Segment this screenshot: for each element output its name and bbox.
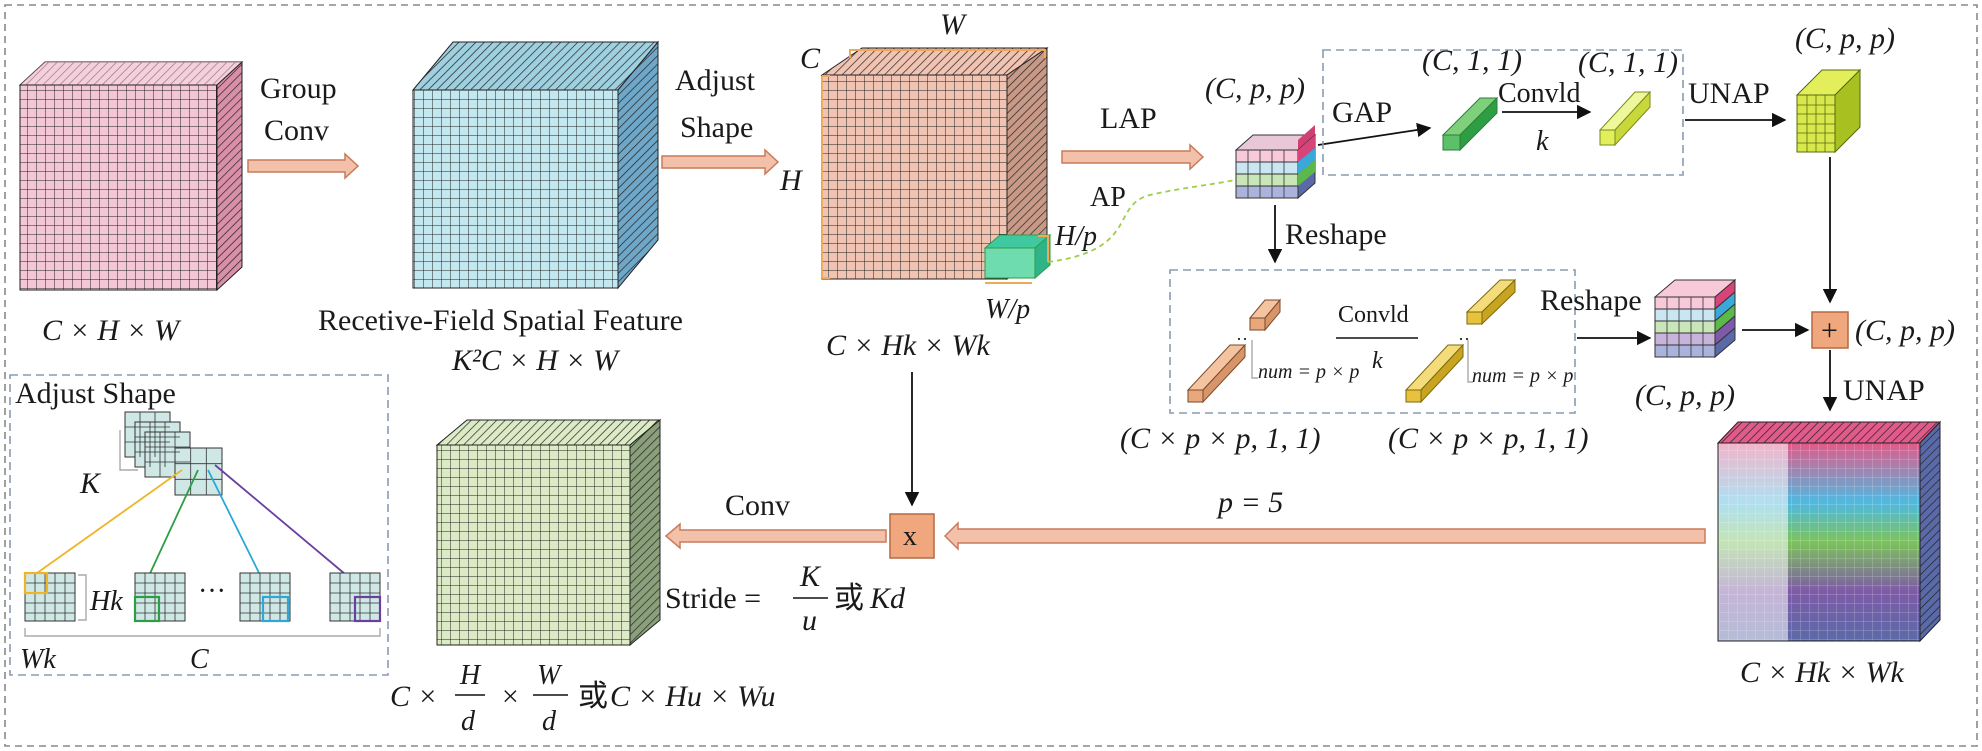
adjust-shape-label-1: Adjust — [675, 64, 756, 97]
inset-title: Adjust Shape — [15, 377, 176, 410]
inset-hk-label: Hk — [89, 586, 123, 617]
reshape-label-2: Reshape — [1540, 284, 1642, 317]
gap-shape-label: (C, 1, 1) — [1422, 44, 1522, 77]
gap-arrow — [1317, 122, 1432, 146]
cpp11-label-b: (C × p × p, 1, 1) — [1388, 422, 1588, 455]
add-operator — [1811, 311, 1849, 349]
stride-label: Stride = — [665, 582, 761, 615]
inset-hk-bracket — [78, 574, 87, 621]
inset-kernel-stack — [119, 411, 223, 496]
inset-wk-label: Wk — [20, 644, 56, 675]
unap-top-label: UNAP — [1688, 77, 1770, 110]
inset-c-label: C — [190, 644, 209, 675]
p-value-label: p = 5 — [1216, 486, 1283, 519]
channel-weight-cube — [1795, 68, 1862, 154]
conv-arrow — [664, 522, 887, 550]
stride-or: 或 — [834, 582, 864, 615]
pooled-cube — [1234, 125, 1317, 200]
conv-label: Conv — [725, 489, 790, 522]
output-shape-alt: C × Hu × Wu — [610, 680, 776, 713]
cube3-hp-label: H/p — [1054, 221, 1097, 252]
stride-k: K — [799, 560, 822, 593]
receptive-field-shape: K²C × H × W — [451, 344, 621, 377]
svg-text:··: ·· — [1236, 329, 1248, 349]
attention-weight-cube — [1716, 420, 1942, 643]
receptive-field-cube — [411, 40, 660, 290]
spatial-weight-cube — [1653, 278, 1737, 359]
spatial-conv-box — [1169, 269, 1576, 414]
pooled-shape-label: (C, p, p) — [1205, 72, 1305, 105]
group-conv-label-2: Conv — [264, 114, 329, 147]
outer-frame — [4, 4, 1978, 747]
output-or: 或 — [578, 680, 608, 713]
inset-grid-4 — [329, 572, 382, 623]
receptive-field-caption: Recetive-Field Spatial Feature — [318, 304, 683, 337]
input-feature-cube — [18, 60, 244, 292]
add-output-shape: (C, p, p) — [1855, 314, 1955, 347]
conv1d-mid-label: Convld — [1338, 302, 1409, 328]
output-shape-w: W — [537, 660, 563, 691]
inset-k-label: K — [79, 467, 102, 500]
weight-apply-arrow — [943, 521, 1706, 551]
stride-kd: Kd — [869, 582, 906, 615]
svg-text:··: ·· — [1458, 329, 1470, 349]
group-conv-arrow — [247, 152, 360, 180]
channel-weight-shape: (C, p, p) — [1795, 22, 1895, 55]
add-operator-symbol: + — [1821, 314, 1838, 347]
conv1d-mid-k: k — [1372, 348, 1383, 374]
reshape-label-1: Reshape — [1285, 218, 1387, 251]
cube3-h-label: H — [779, 164, 804, 197]
ap-connector — [1047, 179, 1236, 263]
stride-u: u — [802, 604, 817, 637]
output-feature-cube — [435, 418, 662, 647]
conv1d-top-k: k — [1536, 126, 1549, 157]
spatial-weight-shape: (C, p, p) — [1635, 379, 1735, 412]
input-shape-label: C × H × W — [42, 314, 182, 347]
multiply-operator-symbol: x — [903, 521, 917, 552]
conv1d-top-label: Convld — [1498, 78, 1580, 109]
output-shape-h: H — [459, 660, 482, 691]
output-shape-d2: d — [542, 706, 557, 737]
num-label-1: num = p × p — [1258, 361, 1359, 383]
cube3-c-label: C — [800, 42, 821, 75]
group-conv-label-1: Group — [260, 72, 337, 105]
gap-label: GAP — [1332, 96, 1392, 129]
adjust-shape-arrow — [661, 148, 780, 176]
ap-label: AP — [1090, 182, 1126, 213]
gold-vectors: ·· — [1404, 278, 1517, 404]
lap-arrow — [1061, 143, 1205, 171]
output-shape-d1: d — [461, 706, 476, 737]
output-shape-c: C × — [390, 680, 438, 713]
unap-right-label: UNAP — [1843, 374, 1925, 407]
inset-grid-2 — [133, 572, 186, 623]
lap-label: LAP — [1100, 102, 1157, 135]
cube3-wp-label: W/p — [985, 294, 1030, 325]
orange-vectors: ·· — [1186, 298, 1282, 404]
adjust-shape-label-2: Shape — [680, 111, 753, 144]
adjusted-feature-cube — [820, 47, 1052, 280]
multiply-operator — [889, 513, 935, 559]
inset-grid-1 — [23, 571, 76, 622]
num-label-2: num = p × p — [1472, 365, 1573, 387]
channel-attention-box — [1322, 49, 1684, 176]
cube3-dimension-brackets — [821, 49, 1049, 284]
cpp11-label-a: (C × p × p, 1, 1) — [1120, 422, 1320, 455]
conv1d-vector — [1598, 90, 1652, 147]
output-times: × — [500, 680, 520, 713]
conv1d-shape-label: (C, 1, 1) — [1578, 46, 1678, 79]
gap-vector — [1441, 96, 1499, 152]
attention-weight-shape: C × Hk × Wk — [1740, 656, 1904, 689]
inset-c-bracket — [24, 628, 381, 637]
adjust-shape-inset — [9, 374, 389, 676]
cube3-shape-label: C × Hk × Wk — [826, 329, 990, 362]
cube3-w-label: W — [940, 8, 968, 41]
inset-grid-3 — [239, 572, 291, 623]
inset-dots: ··· — [198, 576, 226, 607]
